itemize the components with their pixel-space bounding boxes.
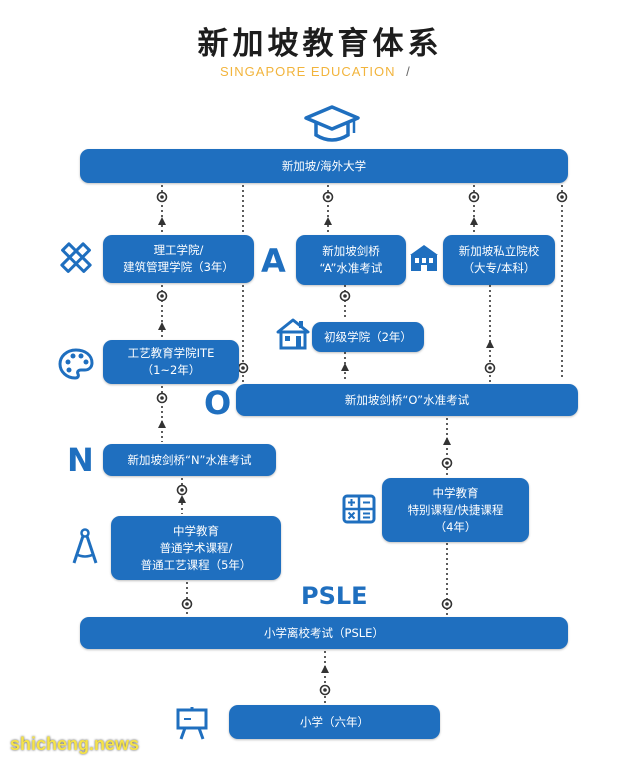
- connector-arrow: [158, 420, 166, 428]
- junior-college-box: 初级学院（2年）: [312, 322, 424, 352]
- connector-arrow: [470, 217, 478, 225]
- psle-label: 小学离校考试（PSLE）: [264, 625, 384, 640]
- connector-node-dot: [472, 195, 476, 199]
- private-institution-box: 新加坡私立院校 （大专/本科）: [443, 235, 555, 285]
- university-box: 新加坡/海外大学: [80, 149, 568, 183]
- o-level-letter: O: [204, 384, 232, 422]
- connector-node-dot: [185, 602, 189, 606]
- n-level-box: 新加坡剑桥“N”水准考试: [103, 444, 276, 476]
- connector-arrow: [321, 665, 329, 673]
- secondary-special-line-2: 特别课程/快捷课程: [407, 502, 504, 517]
- connector-node-dot: [326, 195, 330, 199]
- page-subtitle: SINGAPORE EDUCATION /: [220, 64, 411, 79]
- primary-label: 小学（六年）: [300, 714, 369, 729]
- connector-node-dot: [445, 461, 449, 465]
- polytechnic-line-2: 建筑管理学院（3年）: [123, 260, 234, 274]
- connector-node-dot: [180, 488, 184, 492]
- page-title: 新加坡教育体系: [197, 26, 443, 62]
- n-level-label: 新加坡剑桥“N”水准考试: [127, 452, 252, 467]
- compass-icon: [72, 528, 98, 564]
- graduation-cap-icon: [304, 105, 360, 142]
- palette-icon: [58, 348, 94, 380]
- connector-node-dot: [445, 602, 449, 606]
- connector-arrow: [178, 495, 186, 503]
- secondary-special-box: 中学教育 特别课程/快捷课程 （4年）: [382, 478, 529, 542]
- secondary-normal-line-2: 普通学术课程/: [159, 540, 233, 555]
- secondary-normal-box: 中学教育 普通学术课程/ 普通工艺课程（5年）: [111, 516, 281, 580]
- junior-college-label: 初级学院（2年）: [324, 329, 412, 344]
- connector-arrow: [486, 340, 494, 348]
- connector-arrow: [443, 437, 451, 445]
- connector-node-dot: [560, 195, 564, 199]
- house-icon: [276, 318, 310, 350]
- connector-node-dot: [488, 366, 492, 370]
- secondary-normal-line-3: 普通工艺课程（5年）: [140, 557, 252, 572]
- connector-node-dot: [160, 195, 164, 199]
- a-level-line-2: “A”水准考试: [319, 261, 383, 275]
- polytechnic-box: 理工学院/ 建筑管理学院（3年）: [103, 235, 254, 283]
- psle-box: 小学离校考试（PSLE）: [80, 617, 568, 649]
- n-level-letter: N: [67, 441, 94, 479]
- connector-arrow: [341, 363, 349, 371]
- o-level-label: 新加坡剑桥“O”水准考试: [344, 392, 470, 407]
- a-level-line-1: 新加坡剑桥: [322, 244, 380, 258]
- a-level-box: 新加坡剑桥 “A”水准考试: [296, 235, 406, 285]
- connector-node-dot: [323, 688, 327, 692]
- watermark: shicheng.news: [10, 734, 140, 754]
- subtitle-slash: /: [406, 64, 411, 79]
- connector-node-dot: [160, 396, 164, 400]
- school-building-icon: [410, 245, 438, 271]
- a-level-letter: A: [261, 242, 286, 280]
- university-label: 新加坡/海外大学: [281, 158, 367, 173]
- secondary-special-line-3: （4年）: [434, 519, 477, 534]
- connector-arrow: [158, 217, 166, 225]
- polytechnic-line-1: 理工学院/: [153, 243, 204, 257]
- connector-arrow: [324, 217, 332, 225]
- psle-letter: PSLE: [301, 582, 368, 610]
- connector-node-dot: [241, 366, 245, 370]
- calculator-icon: [342, 494, 376, 524]
- ruler-pencil-icon: [60, 242, 92, 273]
- subtitle-text: SINGAPORE EDUCATION: [220, 64, 396, 79]
- ite-line-2: （1~2年）: [141, 363, 201, 377]
- primary-box: 小学（六年）: [229, 705, 440, 739]
- ite-box: 工艺教育学院ITE （1~2年）: [103, 340, 239, 384]
- easel-icon: [176, 707, 208, 740]
- secondary-normal-line-1: 中学教育: [173, 523, 219, 538]
- connector-arrow: [158, 322, 166, 330]
- private-institution-line-2: （大专/本科）: [462, 261, 536, 275]
- secondary-special-line-1: 中学教育: [432, 485, 479, 500]
- private-institution-line-1: 新加坡私立院校: [458, 244, 540, 258]
- connector-node-dot: [343, 294, 347, 298]
- ite-line-1: 工艺教育学院ITE: [127, 346, 215, 360]
- connector-node-dot: [160, 294, 164, 298]
- o-level-box: 新加坡剑桥“O”水准考试: [236, 384, 578, 416]
